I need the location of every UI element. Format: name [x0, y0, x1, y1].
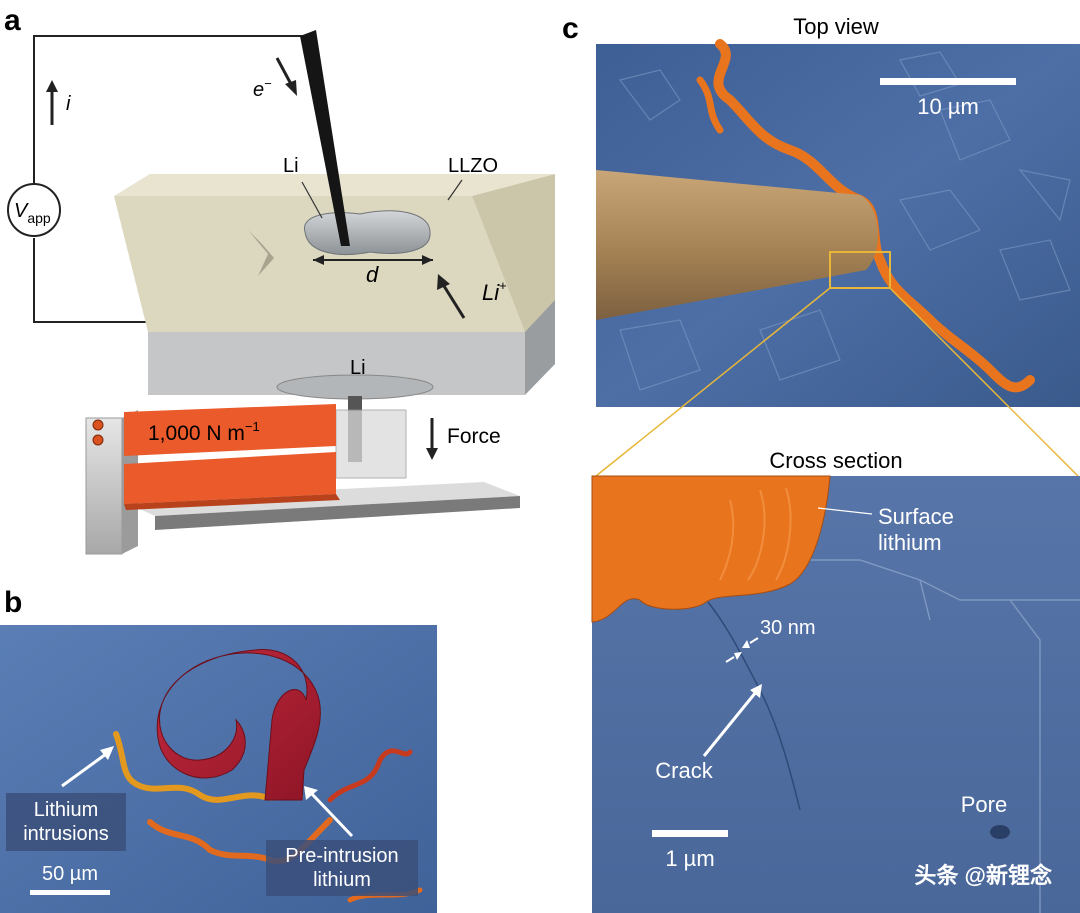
zoom-line-right — [889, 287, 1079, 477]
zoom-region-box — [829, 251, 891, 289]
pore-mark — [990, 825, 1010, 839]
panel-a: a Vapp i e− Li LLZO Li — [4, 4, 555, 555]
top-scale-label: 10 µm — [917, 94, 979, 119]
intrusions-label-box — [6, 793, 126, 851]
pore-label: Pore — [961, 792, 1007, 817]
cross-scale-bar — [652, 830, 728, 837]
gap-arrows-icon — [725, 637, 759, 663]
panel-b-scale-bar — [30, 890, 110, 895]
top-view-title: Top view — [793, 14, 879, 39]
zoom-line-left — [595, 287, 831, 477]
surface-lithium-trail — [696, 76, 724, 134]
top-scale-bar — [880, 78, 1016, 85]
voltage-label: Vapp — [14, 200, 51, 226]
panel-b-letter: b — [4, 586, 22, 619]
llzo-leader-line — [447, 179, 463, 201]
cross-section-title: Cross section — [769, 448, 902, 473]
pedestal-disc — [276, 374, 434, 400]
li-pool — [304, 210, 431, 255]
surface-leader-line — [817, 507, 873, 515]
li-tip-label: Li — [283, 155, 299, 177]
screw-icon — [92, 419, 104, 431]
distance-arrow-icon — [313, 255, 433, 265]
current-label: i — [66, 93, 71, 115]
li-tip-leader-line — [301, 181, 323, 219]
watermark: 头条 @新锂念 — [914, 863, 1052, 888]
electron-arrow-icon — [275, 57, 297, 96]
spring-beam-bottom — [124, 452, 336, 504]
panel-c-letter: c — [562, 12, 579, 45]
crack-mark — [248, 230, 274, 276]
spring-beam-bottom-edge — [124, 494, 340, 510]
spring-beam-top — [124, 404, 336, 456]
panel-b-scale-label: 50 µm — [42, 863, 98, 885]
circuit-wire — [33, 35, 306, 323]
crack-arrow-icon — [702, 684, 762, 757]
li-bottom-label: Li — [350, 357, 366, 379]
llzo-label: LLZO — [448, 155, 498, 177]
probe-needle — [300, 30, 350, 246]
intrusions-arrow-icon — [61, 746, 114, 788]
lithium-intrusion-trail — [327, 748, 413, 803]
grain-boundary — [800, 559, 1080, 913]
surface-lithium-texture — [719, 487, 792, 581]
crack-label: Crack — [655, 758, 713, 783]
stage-base-front — [155, 496, 520, 530]
panel-a-letter: a — [4, 4, 21, 37]
pre-intrusion-lithium — [156, 649, 321, 801]
distance-label: d — [366, 262, 379, 287]
pre-intrusion-arrow-icon — [304, 786, 354, 838]
llzo-side-face — [472, 174, 555, 332]
voltage-source-symbol — [7, 183, 61, 237]
stiffness-label: 1,000 N m−1 — [148, 419, 260, 445]
li-bottom-layer-front — [148, 330, 525, 395]
gap-label: 30 nm — [760, 617, 816, 639]
electron-label: e− — [253, 76, 272, 101]
li-ion-arrow-icon — [437, 274, 466, 319]
current-arrow-icon — [46, 80, 58, 125]
surface-lithium-chunk — [591, 475, 831, 623]
force-arrow-icon — [426, 418, 438, 460]
stage-pillar-left — [85, 417, 123, 555]
force-label: Force — [447, 425, 501, 448]
li-ion-label: Li+ — [482, 278, 507, 305]
cross-scale-label: 1 µm — [665, 846, 714, 871]
screw-icon — [92, 434, 104, 446]
panel-c: c Top view 10 µm Cross section — [562, 12, 1080, 913]
pre-intrusion-label-box — [266, 840, 418, 896]
probe-body — [596, 170, 878, 320]
stage-pillar-right — [335, 409, 407, 479]
